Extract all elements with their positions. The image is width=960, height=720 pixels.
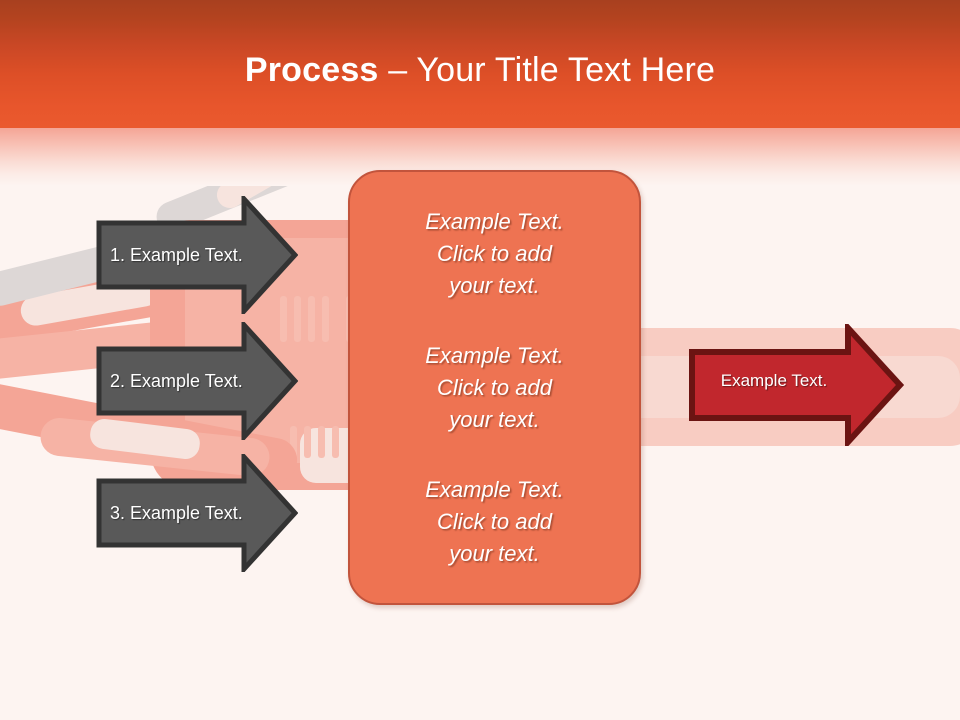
step-arrow-3-label: 3. Example Text. [110,503,243,523]
process-detail-panel[interactable]: Example Text. Click to add your text. Ex… [348,170,641,605]
step-arrow-2[interactable]: 2. Example Text. [96,322,298,440]
process-detail-paragraph-3: Example Text. Click to add your text. [425,477,564,566]
process-detail-paragraph-2: Example Text. Click to add your text. [425,343,564,432]
step-arrow-1[interactable]: 1. Example Text. [96,196,298,314]
step-arrow-3[interactable]: 3. Example Text. [96,454,298,572]
step-arrow-2-label: 2. Example Text. [110,371,243,391]
step-arrow-1-label: 1. Example Text. [110,245,243,265]
title-banner [0,0,960,128]
page-title-rest: – Your Title Text Here [378,51,716,89]
process-detail-paragraph-1: Example Text. Click to add your text. [425,209,564,298]
result-arrow-label: Example Text. [720,371,828,390]
result-arrow[interactable]: Example Text. [688,324,904,446]
process-detail-text-group: Example Text. Click to add your text. Ex… [350,206,639,570]
page-title: Process – Your Title Text Here [0,48,960,92]
page-title-bold: Process [244,51,379,89]
